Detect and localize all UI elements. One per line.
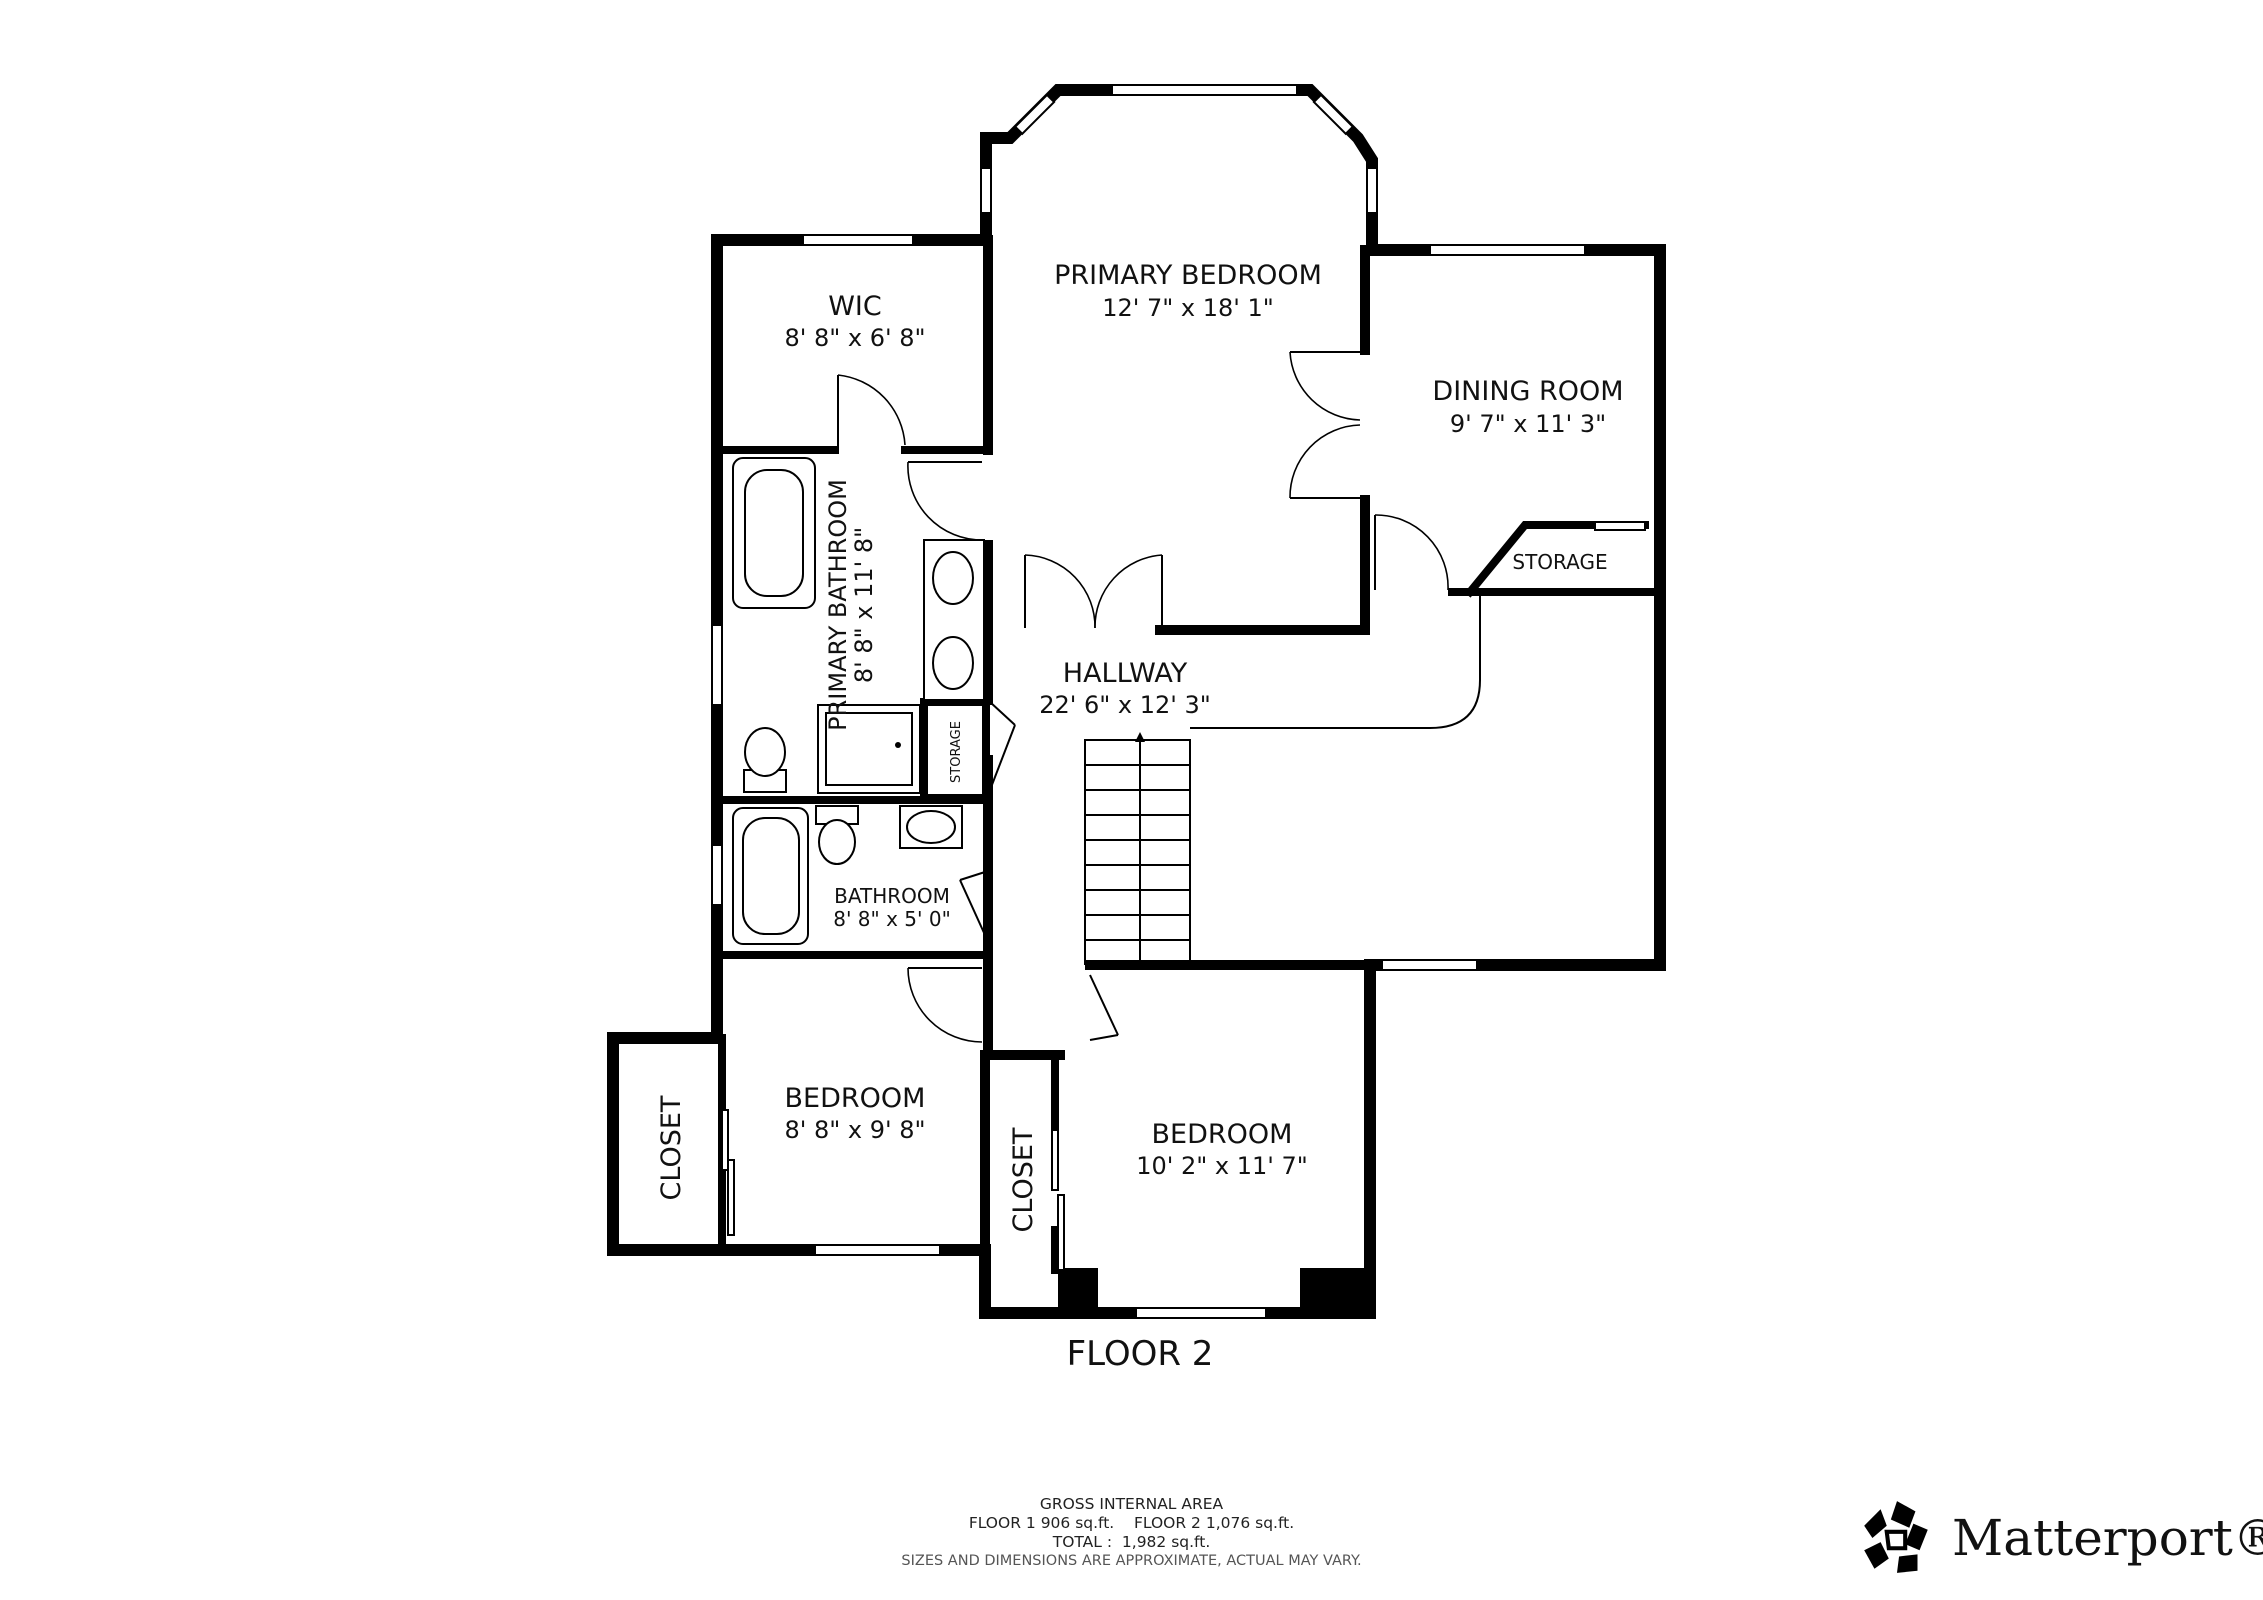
area-summary: GROSS INTERNAL AREA FLOOR 1 906 sq.ft. F… [0, 1495, 2263, 1571]
pillar-block [1300, 1268, 1370, 1312]
storage-small-name: STORAGE [949, 721, 964, 783]
primary-bathroom-name: PRIMARY BATHROOM [824, 479, 852, 731]
dining-room-name: DINING ROOM [1432, 376, 1623, 407]
area-total-line: TOTAL : 1,982 sq.ft. [1052, 1533, 1211, 1551]
doors [721, 351, 1481, 1271]
bedroom-right-name: BEDROOM [1152, 1119, 1293, 1150]
matterport-logo-icon [1864, 1501, 1928, 1573]
hallway-name: HALLWAY [1063, 658, 1188, 689]
wic-dims: 8' 8" x 6' 8" [784, 324, 925, 352]
staircase [1085, 732, 1190, 962]
floor-title: FLOOR 2 [1066, 1334, 1214, 1374]
windows [711, 84, 1646, 1319]
primary-bedroom-dims: 12' 7" x 18' 1" [1102, 294, 1274, 322]
pillar-block [1058, 1268, 1098, 1312]
bathroom-name: BATHROOM [834, 884, 950, 908]
primary-bedroom-name: PRIMARY BEDROOM [1054, 260, 1322, 291]
wic-name: WIC [828, 291, 882, 322]
bathroom-dims: 8' 8" x 5' 0" [833, 907, 951, 931]
area-heading: GROSS INTERNAL AREA [1039, 1495, 1224, 1513]
closet-left-name: CLOSET [656, 1095, 687, 1200]
closet-right-name: CLOSET [1008, 1127, 1039, 1232]
bathroom-fixtures [732, 457, 985, 945]
interior-walls [713, 235, 1664, 1318]
bedroom-right-dims: 10' 2" x 11' 7" [1136, 1152, 1308, 1180]
bedroom-left-name: BEDROOM [785, 1083, 926, 1114]
brand-logo: Matterport® [1852, 1495, 2263, 1585]
bedroom-left-dims: 8' 8" x 9' 8" [784, 1116, 925, 1144]
area-disclaimer: SIZES AND DIMENSIONS ARE APPROXIMATE, AC… [901, 1553, 1362, 1569]
storage-upper-name: STORAGE [1512, 550, 1607, 574]
brand-name: Matterport® [1952, 1509, 2263, 1567]
area-floors-line: FLOOR 1 906 sq.ft. FLOOR 2 1,076 sq.ft. [968, 1514, 1295, 1532]
primary-bathroom-dims: 8' 8" x 11' 8" [850, 527, 878, 683]
hallway-dims: 22' 6" x 12' 3" [1039, 691, 1211, 719]
dining-room-dims: 9' 7" x 11' 3" [1450, 410, 1606, 438]
stair-arrow-icon [1135, 732, 1145, 742]
